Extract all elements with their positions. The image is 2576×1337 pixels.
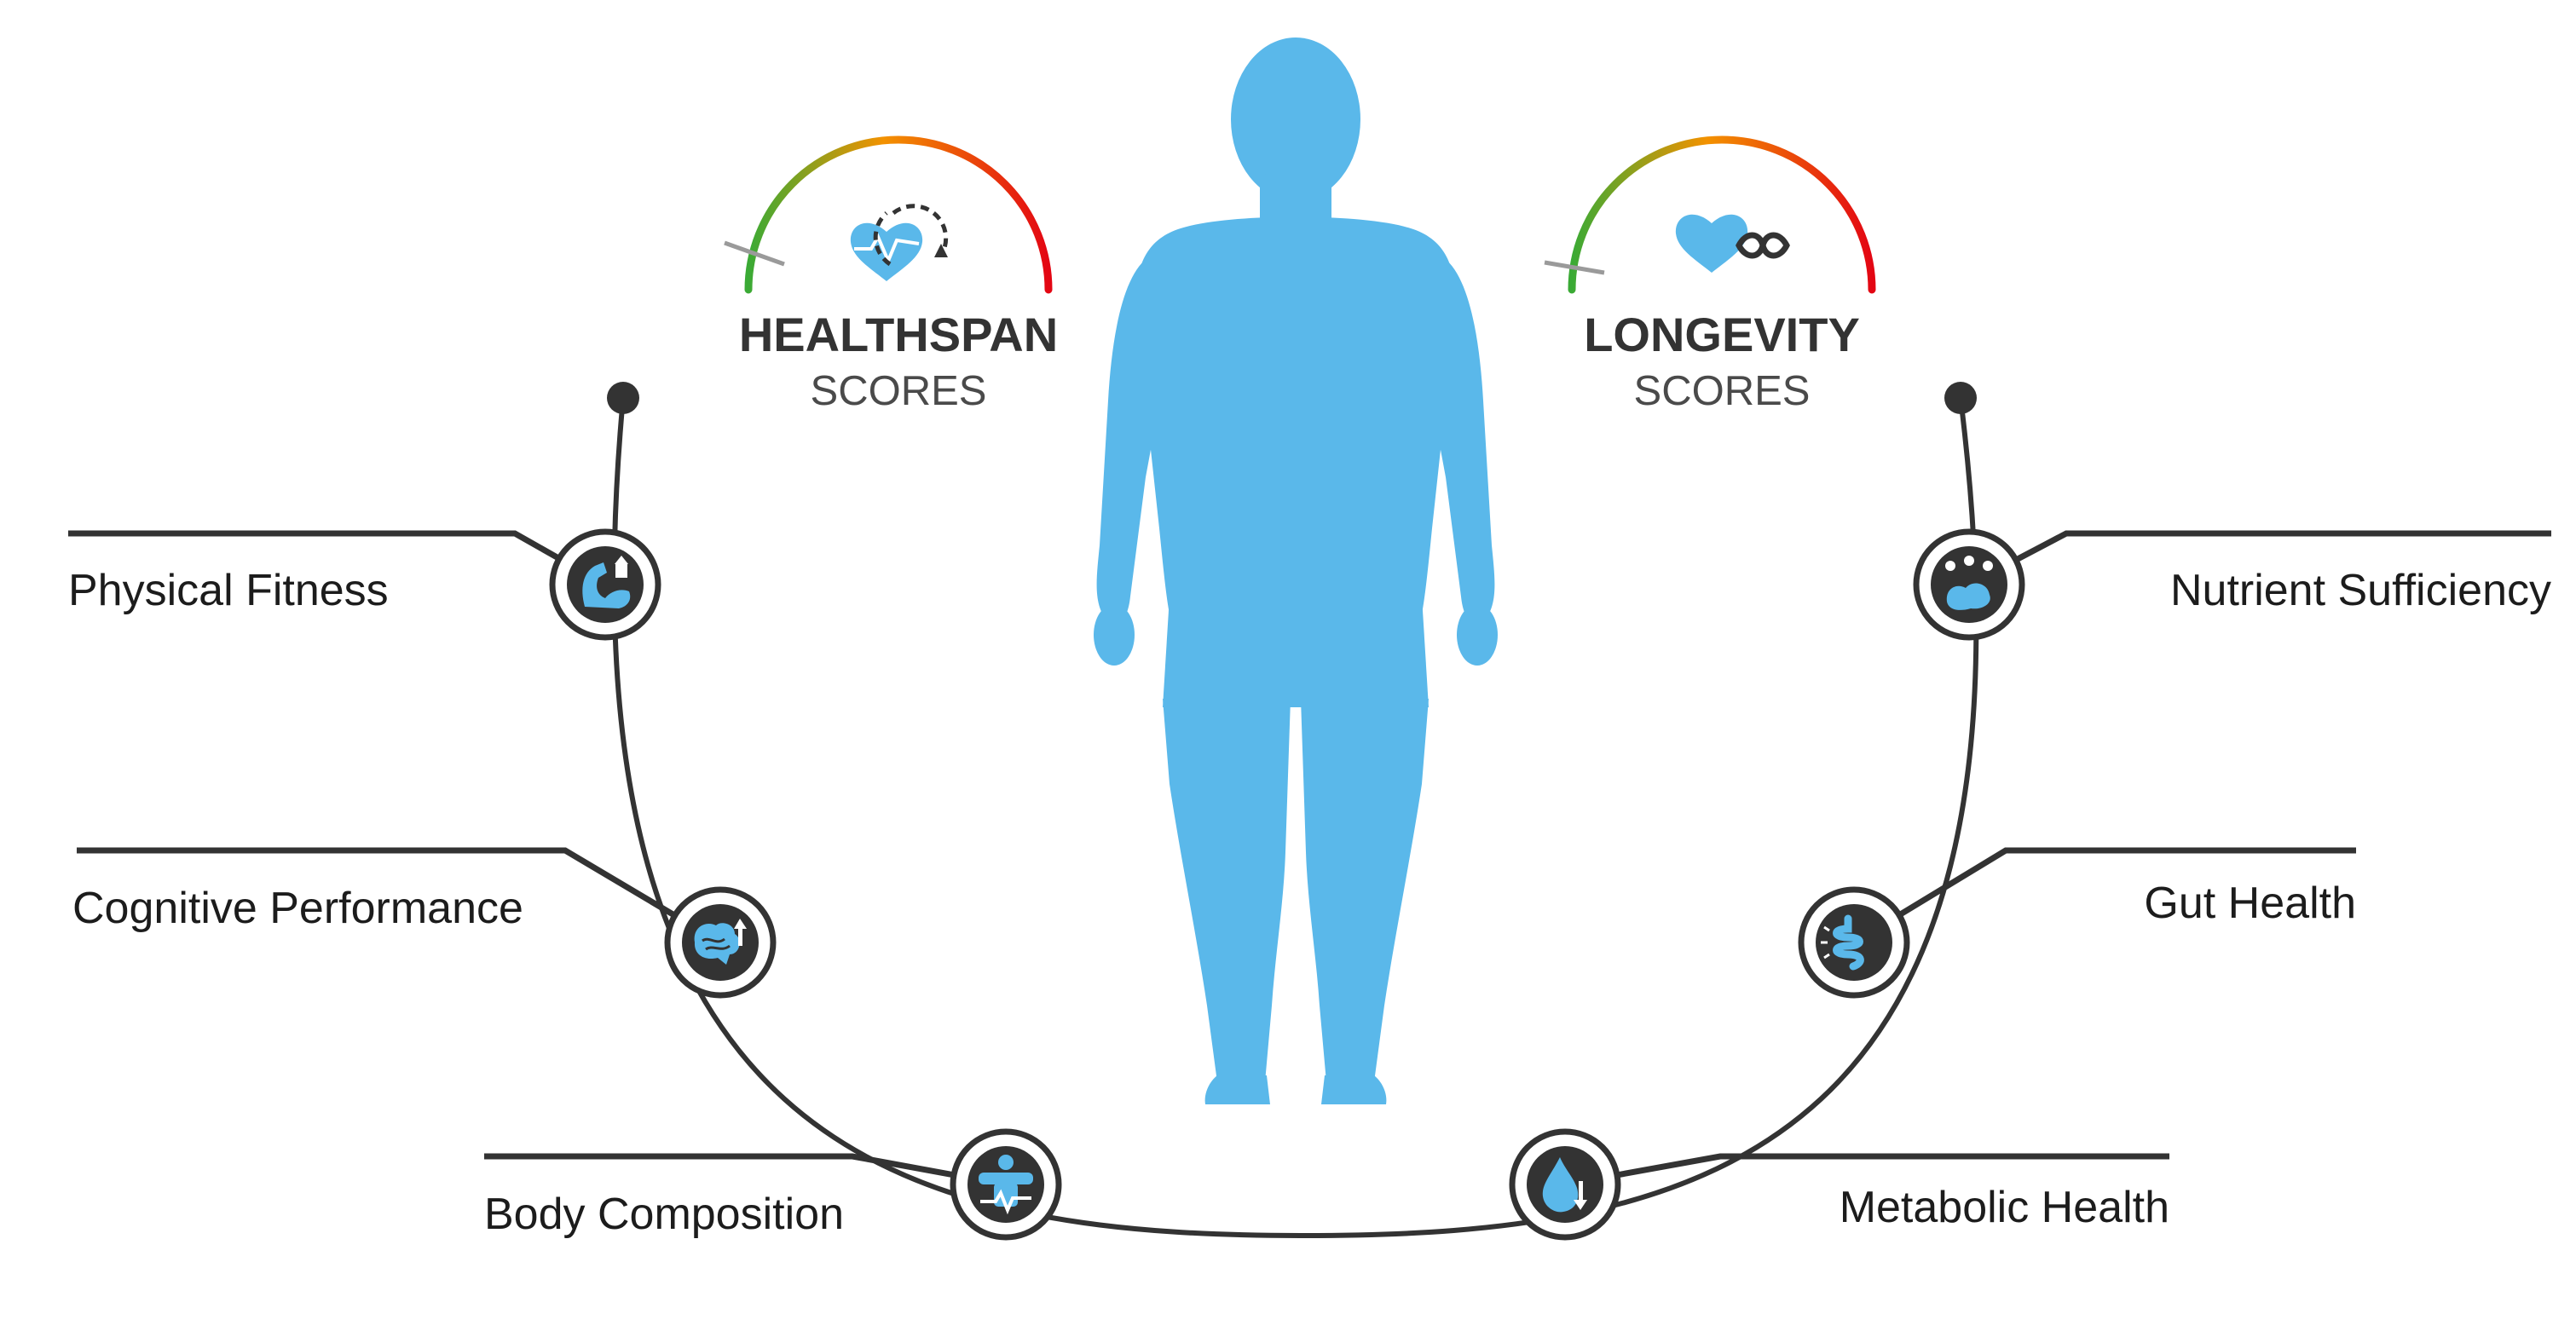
heart-cycle-icon: [850, 204, 949, 281]
label-cognitive-performance: Cognitive Performance: [72, 884, 523, 933]
node-physical-fitness[interactable]: [549, 528, 661, 641]
longevity-subtitle: SCORES: [1634, 368, 1811, 414]
body-heartbeat-icon: [979, 1155, 1033, 1215]
connector-body-composition: [484, 1153, 1007, 1188]
label-nutrient-sufficiency: Nutrient Sufficiency: [2170, 566, 2551, 615]
longevity-gauge: LONGEVITY SCORES: [1544, 135, 1876, 414]
arc-endpoint-right: [1944, 382, 1977, 414]
heart-infinity-icon: [1675, 214, 1790, 273]
node-metabolic-health[interactable]: [1509, 1128, 1621, 1241]
label-gut-health: Gut Health: [2144, 879, 2356, 928]
healthspan-gauge-needle: [724, 240, 785, 267]
label-metabolic-health: Metabolic Health: [1840, 1183, 2169, 1232]
connector-cognitive-performance: [77, 847, 722, 946]
connector-gut-health: [1852, 847, 2356, 945]
label-body-composition: Body Composition: [484, 1190, 844, 1239]
node-nutrient-sufficiency[interactable]: [1913, 528, 2025, 641]
healthspan-subtitle: SCORES: [811, 368, 987, 414]
healthspan-gauge: HEALTHSPAN SCORES: [724, 135, 1058, 414]
healthspan-title: HEALTHSPAN: [739, 308, 1058, 361]
longevity-title: LONGEVITY: [1584, 308, 1860, 361]
label-physical-fitness: Physical Fitness: [68, 566, 389, 615]
brain-icon: [694, 919, 747, 965]
node-gut-health[interactable]: [1798, 886, 1910, 999]
intestine-icon: [1821, 914, 1864, 971]
blood-drop-icon: [1542, 1157, 1587, 1213]
human-body-silhouette: [1094, 37, 1498, 1104]
arc-endpoint-left: [607, 382, 639, 414]
nutrients-icon: [1945, 556, 1993, 610]
flexed-arm-icon: [582, 556, 631, 608]
connector-metabolic-health: [1564, 1153, 2169, 1188]
node-cognitive-performance[interactable]: [664, 886, 777, 999]
longevity-gauge-needle: [1544, 260, 1605, 275]
node-body-composition[interactable]: [950, 1128, 1062, 1241]
